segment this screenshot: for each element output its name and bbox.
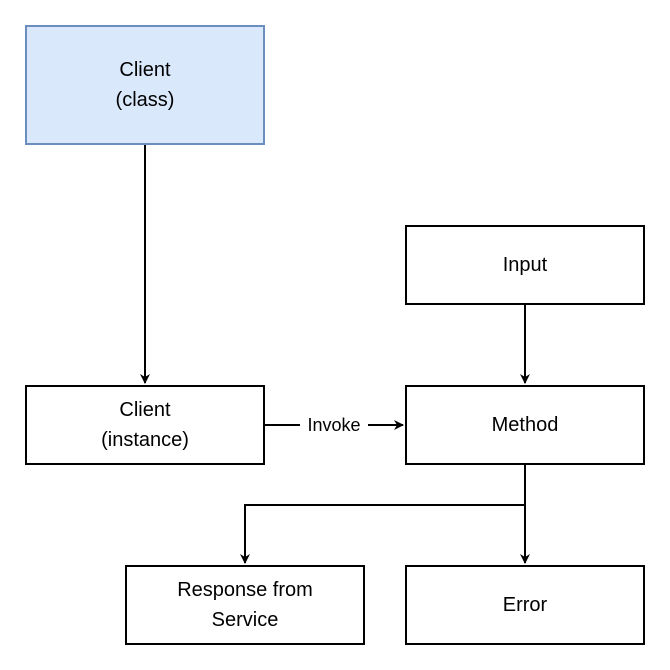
node-response-line2: Service	[211, 609, 279, 631]
node-error[interactable]: Error	[405, 565, 645, 645]
node-client-class-line2: (class)	[115, 89, 175, 111]
node-client-instance-line1: Client	[119, 399, 171, 421]
node-input[interactable]: Input	[405, 225, 645, 305]
node-response-line1: Response from	[177, 579, 313, 601]
node-client-class-line1: Client	[119, 59, 171, 81]
edge-label-invoke: Invoke	[300, 413, 368, 437]
node-method[interactable]: Method	[405, 385, 645, 465]
node-client-instance-line2: (instance)	[101, 429, 189, 451]
node-client-instance[interactable]: Client (instance)	[25, 385, 265, 465]
node-error-label: Error	[502, 594, 548, 616]
node-client-class[interactable]: Client (class)	[25, 25, 265, 145]
edge-method-to-response	[240, 504, 525, 564]
node-response[interactable]: Response from Service	[125, 565, 365, 645]
node-input-label: Input	[502, 254, 548, 276]
node-method-label: Method	[491, 414, 559, 436]
